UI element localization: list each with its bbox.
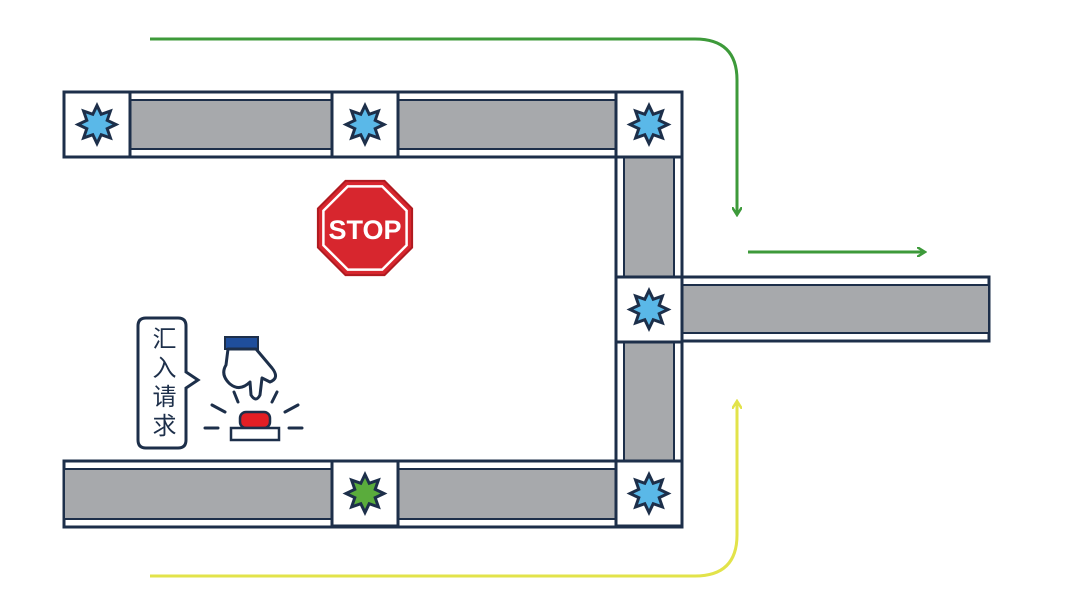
hand-pressing-button-icon	[203, 336, 304, 442]
merge-request-bubble	[136, 316, 201, 450]
green-star-icon	[342, 471, 388, 516]
blue-star-icon	[626, 287, 672, 332]
exit-road	[680, 275, 991, 343]
merge-request-text: 汇入请求	[148, 326, 176, 442]
yellow-arrow-bottom-path	[150, 402, 737, 578]
junction-node	[330, 459, 400, 528]
junction-nodes	[62, 90, 684, 528]
blue-star-icon	[626, 102, 672, 147]
blue-star-icon	[626, 471, 672, 516]
stop-sign: STOP	[316, 179, 414, 277]
junction-node	[614, 275, 684, 344]
junction-node	[62, 90, 132, 159]
junction-node	[614, 459, 684, 528]
blue-star-icon	[74, 102, 120, 147]
blue-star-icon	[342, 102, 388, 147]
stop-label: STOP	[328, 215, 401, 245]
green-arrow-top-path	[150, 37, 737, 214]
junction-node	[614, 90, 684, 159]
junction-node	[330, 90, 400, 159]
